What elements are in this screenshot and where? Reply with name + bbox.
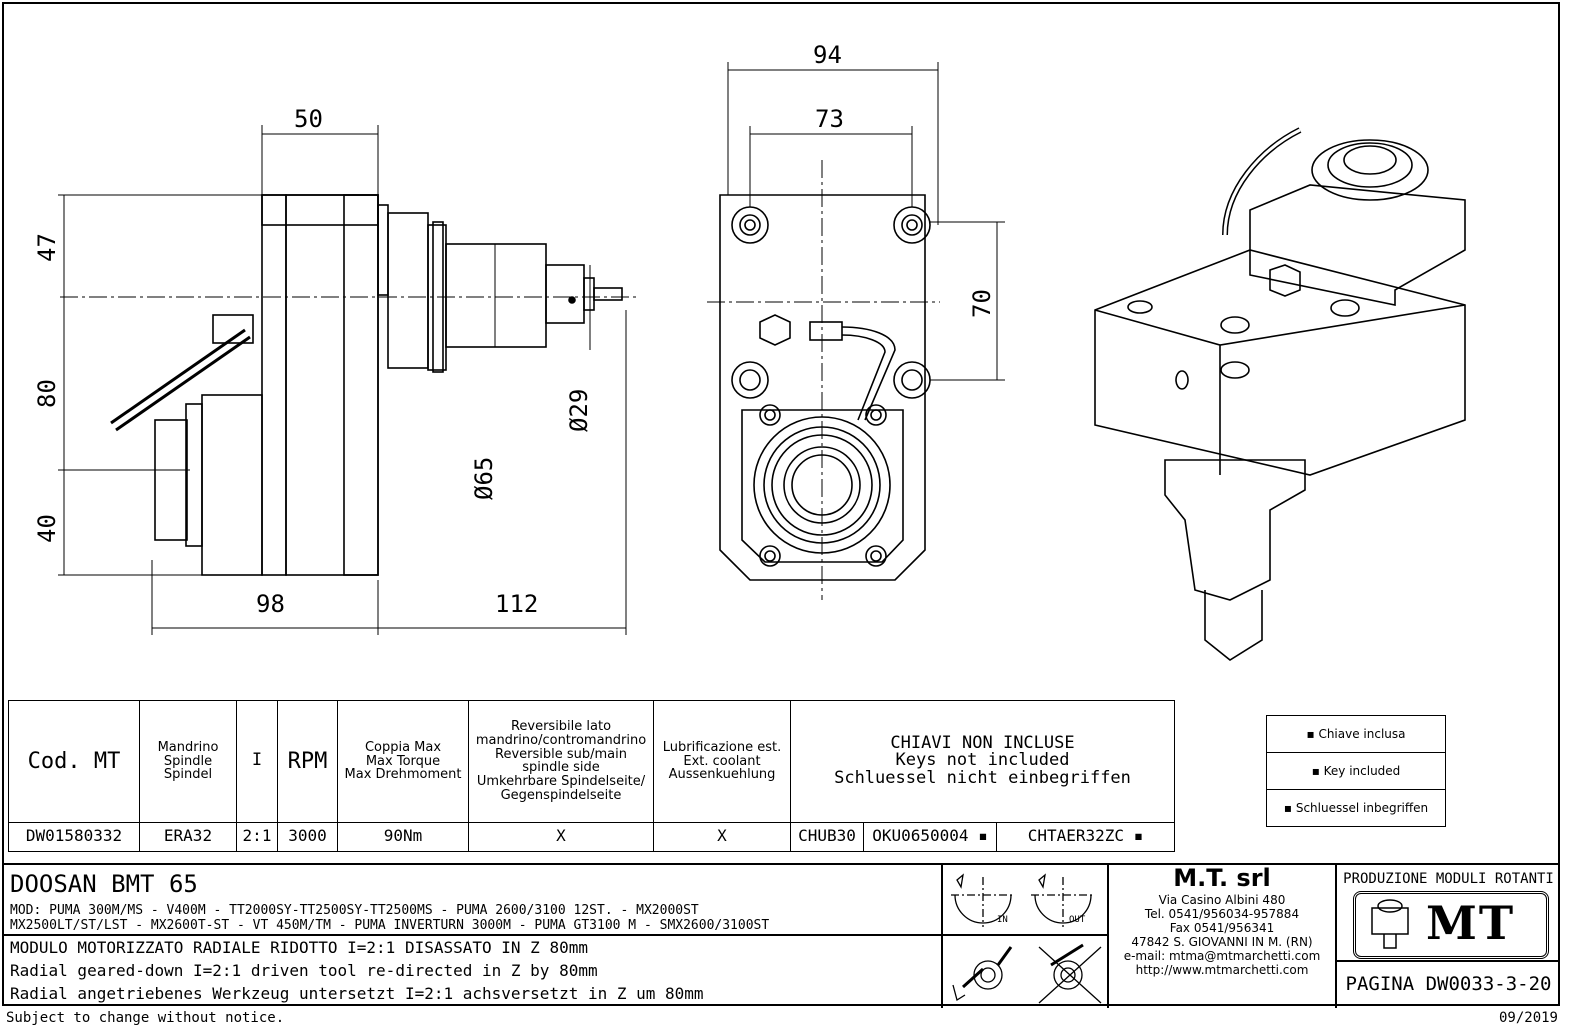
side-view-dimensions <box>58 125 627 635</box>
desc-italian: MODULO MOTORIZZATO RADIALE RIDOTTO I=2:1… <box>10 938 588 957</box>
svg-text:OUT: OUT <box>1069 915 1086 925</box>
logo-text: MT <box>1426 896 1516 950</box>
dim-73: 73 <box>815 105 844 133</box>
cell-key-1: CHUB30 <box>790 821 864 853</box>
page-number: PAGINA DW0033-3-20 <box>1345 973 1552 995</box>
production-block: PRODUZIONE MODULI ROTANTI MT PAGINA DW00… <box>1337 865 1560 1008</box>
title-left: DOOSAN BMT 65 MOD: PUMA 300M/MS - V400M … <box>4 865 941 1008</box>
cell-torque: 90Nm <box>337 821 469 853</box>
side-view <box>60 194 640 576</box>
front-view <box>707 160 940 600</box>
dim-80: 80 <box>33 379 61 408</box>
company-info: M.T. srl Via Casino Albini 480 Tel. 0541… <box>1109 865 1335 1008</box>
city-line: 47842 S. GIOVANNI IN M. (RN) <box>1131 935 1313 949</box>
legend-en: ▪ Key included <box>1266 752 1446 790</box>
legend-de: ▪ Schluessel inbegriffen <box>1266 789 1446 827</box>
address-line: Via Casino Albini 480 <box>1158 893 1286 907</box>
company-name: M.T. srl <box>1173 864 1271 892</box>
mt-logo: MT <box>1353 891 1549 959</box>
header-keys: CHIAVI NON INCLUSE Keys not included Sch… <box>790 700 1175 823</box>
rotation-in-icon: IN <box>951 873 1015 927</box>
spec-table: Cod. MT Mandrino Spindle Spindel I RPM C… <box>8 700 1175 853</box>
cell-cod: DW01580332 <box>8 821 140 853</box>
revision-date: 09/2019 <box>1498 1010 1558 1026</box>
isometric-view <box>1094 127 1466 661</box>
cell-reversible: X <box>468 821 654 853</box>
cell-key-3: CHTAER32ZC ▪ <box>996 821 1175 853</box>
dim-112: 112 <box>495 590 538 618</box>
dim-70: 70 <box>968 289 996 318</box>
header-torque: Coppia Max Max Torque Max Drehmoment <box>337 700 469 823</box>
fax-line: Fax 0541/956341 <box>1169 921 1275 935</box>
rotation-icons: IN OUT <box>943 873 1107 1004</box>
phone-line: Tel. 0541/956034-957884 <box>1144 907 1300 921</box>
dim-94: 94 <box>813 41 842 69</box>
divider <box>2 934 941 936</box>
change-notice: Subject to change without notice. <box>6 1010 285 1026</box>
models-line-2: MX2500LT/ST/LST - MX2600T-ST - VT 450M/T… <box>10 918 770 933</box>
dim-diameter-29: Ø29 <box>565 389 593 432</box>
title-block: DOOSAN BMT 65 MOD: PUMA 300M/MS - V400M … <box>2 863 1560 1008</box>
technical-drawing: 50 94 73 98 112 47 80 40 70 Ø65 Ø29 <box>33 41 1466 661</box>
header-coolant: Lubrificazione est. Ext. coolant Aussenk… <box>653 700 791 823</box>
dim-98: 98 <box>256 590 285 618</box>
header-reversible: Reversibile lato mandrino/contromandrino… <box>468 700 654 823</box>
desc-english: Radial geared-down I=2:1 driven tool re-… <box>10 961 598 980</box>
divider <box>1335 865 1337 1008</box>
machine-title: DOOSAN BMT 65 <box>10 870 198 898</box>
mounting-allowed-icon <box>952 946 1013 1002</box>
header-mandrino: Mandrino Spindle Spindel <box>139 700 237 823</box>
mounting-not-allowed-icon <box>1038 943 1102 1004</box>
models-line-1: MOD: PUMA 300M/MS - V400M - TT2000SY-TT2… <box>10 903 699 918</box>
tool-logo-icon <box>1371 899 1409 949</box>
drawing-frame <box>2 2 1560 1006</box>
header-rpm: RPM <box>277 700 338 823</box>
dim-40: 40 <box>33 514 61 543</box>
dim-diameter-65: Ø65 <box>470 457 498 500</box>
dim-50: 50 <box>294 105 323 133</box>
front-view-dimensions <box>727 62 1005 381</box>
cell-rpm: 3000 <box>277 821 338 853</box>
production-label: PRODUZIONE MODULI ROTANTI <box>1343 871 1554 887</box>
website-line: http://www.mtmarchetti.com <box>1135 963 1309 977</box>
divider <box>1337 960 1560 962</box>
desc-german: Radial angetriebenes Werkzeug untersetzt… <box>10 984 704 1003</box>
cell-ratio: 2:1 <box>236 821 278 853</box>
cell-coolant: X <box>653 821 791 853</box>
header-ratio: I <box>236 700 278 823</box>
svg-text:IN: IN <box>997 915 1008 925</box>
header-cod-mt: Cod. MT <box>8 700 140 823</box>
legend-it: ▪ Chiave inclusa <box>1266 715 1446 753</box>
rotation-out-icon: OUT <box>1031 873 1095 927</box>
email-line: e-mail: mtma@mtmarchetti.com <box>1123 949 1321 963</box>
divider <box>1107 865 1109 1008</box>
divider <box>941 865 943 1008</box>
cell-mandrino: ERA32 <box>139 821 237 853</box>
keys-legend: ▪ Chiave inclusa ▪ Key included ▪ Schlue… <box>1266 715 1446 827</box>
cell-key-2: OKU0650004 ▪ <box>863 821 997 853</box>
dim-47: 47 <box>33 233 61 262</box>
